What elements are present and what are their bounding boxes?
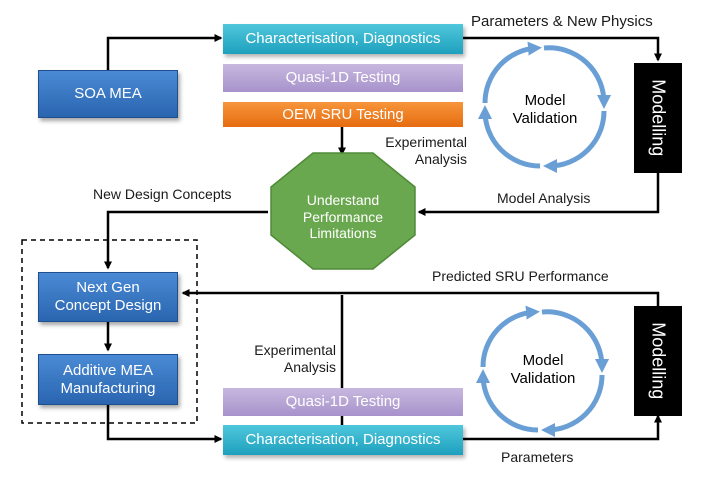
characterisation-diagnostics-top: Characterisation, Diagnostics xyxy=(223,24,463,54)
next-gen-concept-design-box: Next Gen Concept Design xyxy=(38,272,178,322)
arrow-characterisation-to-modelling-bottom xyxy=(463,414,662,441)
label-predicted-sru-performance: Predicted SRU Performance xyxy=(432,268,609,284)
soa-mea-box: SOA MEA xyxy=(38,70,178,118)
arrow-additive-to-characterisation xyxy=(106,405,223,443)
label-experimental-analysis-top: Experimental Analysis xyxy=(385,134,467,167)
modelling-bottom-label: Modelling xyxy=(648,322,669,400)
understand-octagon xyxy=(270,152,416,270)
quasi-1d-testing-bottom: Quasi-1D Testing xyxy=(223,388,463,416)
understand-performance-limitations: Understand Performance Limitations xyxy=(302,191,384,242)
modelling-box-bottom: Modelling xyxy=(634,306,682,416)
label-experimental-analysis-bottom: Experimental Analysis xyxy=(254,342,336,375)
label-parameters-new-physics: Parameters & New Physics xyxy=(471,13,653,30)
modelling-box-top: Modelling xyxy=(634,63,682,173)
additive-mea-manufacturing-box: Additive MEA Manufacturing xyxy=(38,354,178,405)
arrow-modelling-to-next-gen xyxy=(181,289,660,306)
dashed-frame xyxy=(21,239,198,424)
arrow-characterisation-to-modelling xyxy=(463,36,662,62)
quasi-1d-testing-top: Quasi-1D Testing xyxy=(223,64,463,92)
cycle-arrows-top xyxy=(478,41,612,173)
label-new-design-concepts: New Design Concepts xyxy=(93,186,232,202)
label-model-analysis: Model Analysis xyxy=(497,190,591,206)
arrow-soa-to-characterisation xyxy=(106,34,223,70)
arrow-understand-to-next-gen xyxy=(104,210,268,270)
arrow-modelling-to-understand xyxy=(417,173,660,216)
modelling-top-label: Modelling xyxy=(648,79,669,157)
oem-sru-testing: OEM SRU Testing xyxy=(223,102,463,127)
characterisation-diagnostics-bottom: Characterisation, Diagnostics xyxy=(223,425,463,455)
model-validation-bottom: Model Validation xyxy=(510,352,576,387)
label-parameters: Parameters xyxy=(501,449,574,465)
cycle-arrows-bottom xyxy=(476,305,610,437)
model-validation-top: Model Validation xyxy=(512,92,578,127)
